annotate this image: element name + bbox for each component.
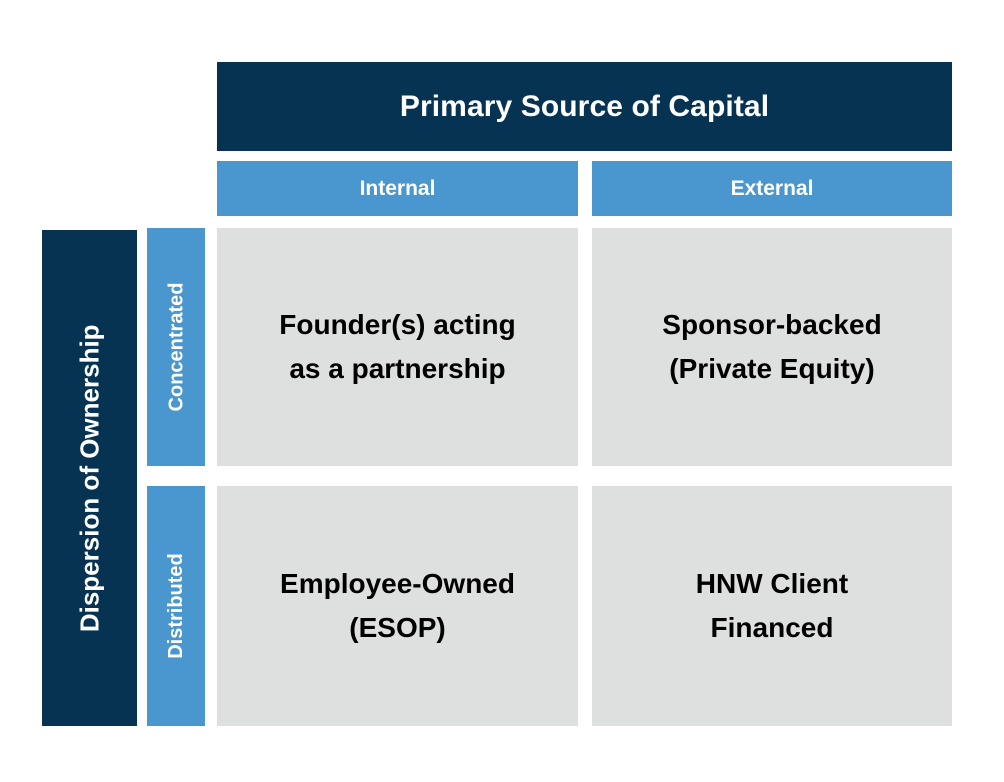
column-header-internal-label: Internal bbox=[359, 176, 436, 200]
row-header-distributed: Distributed bbox=[147, 486, 205, 726]
row-header-concentrated-label: Concentrated bbox=[165, 282, 187, 412]
quadrant-distributed-internal-label: Employee-Owned (ESOP) bbox=[280, 568, 515, 643]
column-header-internal: Internal bbox=[217, 161, 578, 216]
column-axis-title: Primary Source of Capital bbox=[399, 90, 770, 123]
row-header-distributed-label: Distributed bbox=[165, 553, 187, 659]
column-axis-title-band: Primary Source of Capital bbox=[217, 62, 952, 151]
quadrant-concentrated-external-label: Sponsor-backed (Private Equity) bbox=[662, 309, 882, 384]
row-axis-title-band: Dispersion of Ownership bbox=[42, 230, 137, 726]
column-header-external: External bbox=[592, 161, 952, 216]
column-header-external-label: External bbox=[730, 176, 814, 200]
quadrant-concentrated-internal-label: Founder(s) acting as a partnership bbox=[279, 309, 516, 384]
quadrant-distributed-external-label: HNW Client Financed bbox=[695, 568, 849, 643]
quadrant-concentrated-external: Sponsor-backed (Private Equity) bbox=[592, 228, 952, 466]
row-axis-title: Dispersion of Ownership bbox=[74, 324, 105, 632]
quadrant-concentrated-internal: Founder(s) acting as a partnership bbox=[217, 228, 578, 466]
row-header-concentrated: Concentrated bbox=[147, 228, 205, 466]
quadrant-distributed-external: HNW Client Financed bbox=[592, 486, 952, 726]
quadrant-distributed-internal: Employee-Owned (ESOP) bbox=[217, 486, 578, 726]
